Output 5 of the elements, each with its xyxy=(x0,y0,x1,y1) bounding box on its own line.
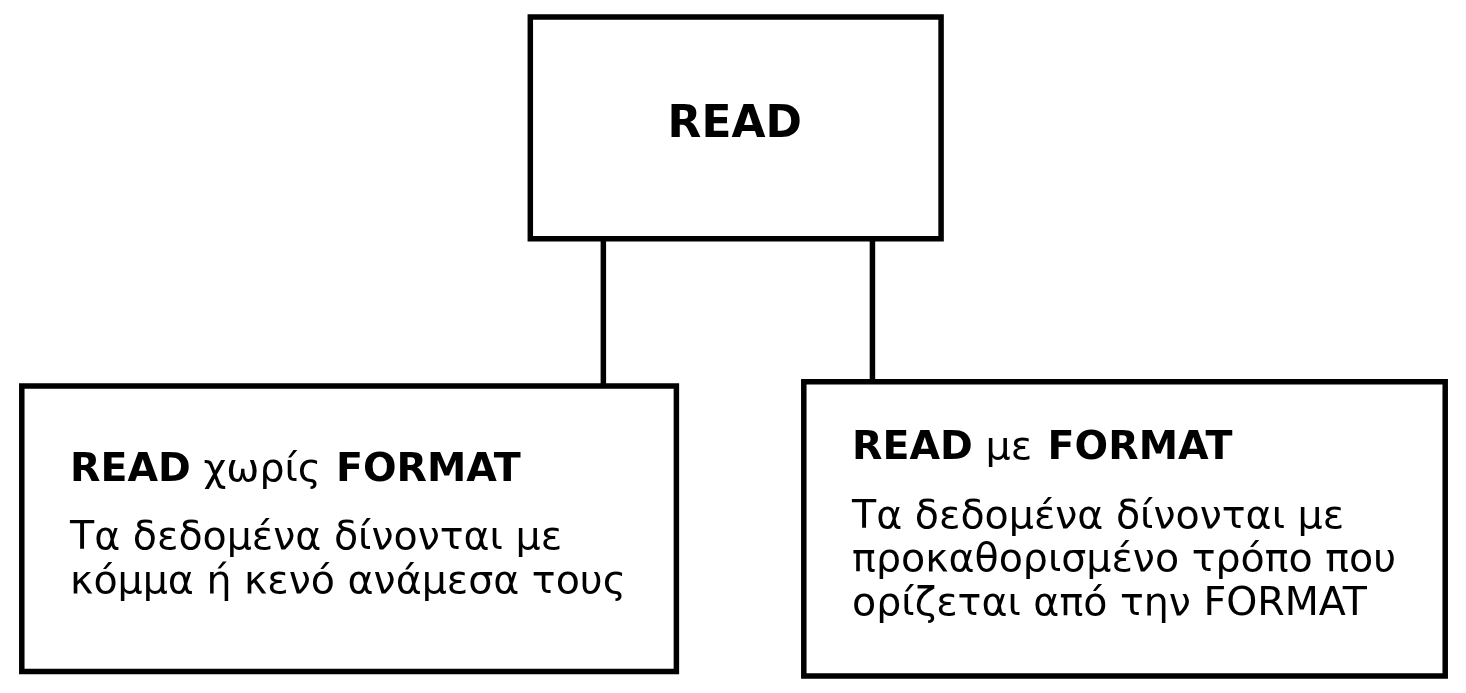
connector xyxy=(600,239,606,386)
connector xyxy=(869,239,875,381)
node-box: READ με FORMAT Τα δεδομένα δίνονται με προκαθορισμένο τρόπο που ορίζεται από την FORMAT xyxy=(800,378,1448,679)
node-box: READ xyxy=(527,14,944,242)
node-box: READ χωρίς FORMAT Τα δεδομένα δίνονται με κόμμα ή κενό ανάμεσα τους xyxy=(18,383,679,675)
